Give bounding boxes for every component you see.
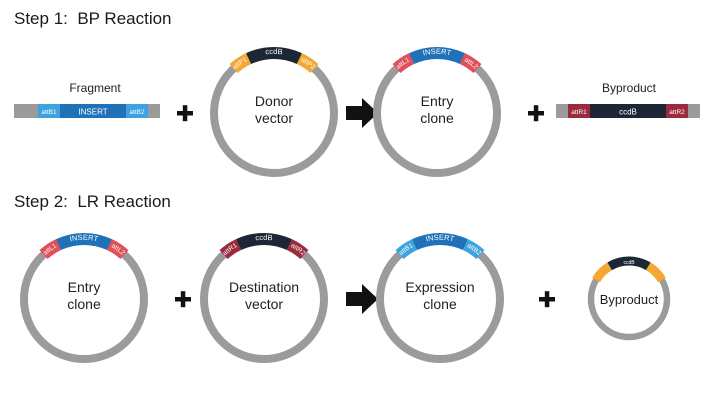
byproduct-title: Byproduct [600,292,659,307]
plus-sign [528,105,544,122]
entry-attL2-segment [459,53,482,74]
byproduct-ccdB-segment [590,104,666,118]
byproduct-caption: Byproduct [602,81,657,95]
byproduct-backbone-left [556,104,568,118]
reaction-arrow-icon [346,98,378,128]
destination-title-line1: Destination [229,279,299,295]
donor-title-line1: Donor [255,93,293,109]
destination-ccdB-segment [236,233,292,251]
expression-attB1-segment [395,239,418,260]
plus-sign [539,291,555,308]
destination-ccdB-label: ccdB [255,233,273,243]
fragment-caption: Fragment [69,81,121,95]
entry-title-line1: Entry [421,93,454,109]
donor-ccdB-label: ccdB [265,47,283,57]
byproduct-ccdB-segment [607,256,651,271]
entry2-attL2-segment [106,239,129,260]
fragment-attB2-segment [126,104,148,118]
byproduct-backbone-right [688,104,700,118]
byproduct-attR1-label: attR1 [571,109,587,116]
plus-sign [175,291,191,308]
donor-attP2-segment [296,53,319,74]
expression-title-line1: Expression [405,279,474,295]
entry2-title-line2: clone [67,296,101,312]
byproduct-ccdB-label: ccdB [623,260,635,266]
byproduct-attP2-segment [645,262,666,283]
entry-clone-plasmid-step2: attL1 INSERT attL2 Entry clone [20,233,148,363]
byproduct-attR2-segment [666,104,688,118]
destination-attR2-segment [286,239,309,260]
entry-title-line2: clone [420,110,454,126]
entry2-title-line1: Entry [68,279,101,295]
entry2-insert-label: INSERT [69,233,100,244]
entry-insert-segment [409,47,465,65]
fragment-insert-label: INSERT [78,108,107,117]
step2-title: Step 2: LR Reaction [14,192,171,211]
entry-insert-label: INSERT [422,47,453,58]
byproduct-linear: Byproduct attR1 ccdB attR2 [556,81,700,118]
entry2-attL1-segment [39,239,62,260]
byproduct-attR2-label: attR2 [669,109,685,116]
byproduct-attP1-segment [592,262,613,283]
fragment-backbone-left [14,104,38,118]
expression-attB2-segment [462,239,485,260]
byproduct-ccdB-label: ccdB [619,108,637,117]
expression-insert-segment [412,233,468,251]
fragment-attB1-segment [38,104,60,118]
entry-clone-plasmid: attL1 INSERT attL2 Entry clone [373,47,501,177]
entry2-insert-segment [56,233,112,251]
reaction-arrow-icon [346,284,378,314]
expression-clone-plasmid: attB1 INSERT attB2 Expression clone [376,233,504,363]
fragment-attB1-label: attB1 [41,109,57,116]
plus-sign [177,105,193,122]
destination-attR1-segment [219,239,242,260]
fragment-backbone-right [148,104,160,118]
donor-attP1-segment [229,53,252,74]
donor-vector-plasmid: attP1 ccdB attP2 Donor vector [210,47,338,177]
donor-title-line2: vector [255,110,293,126]
fragment: Fragment attB1 INSERT attB2 [14,81,160,118]
entry-attL1-segment [392,53,415,74]
destination-title-line2: vector [245,296,283,312]
fragment-insert-segment [60,104,126,118]
expression-insert-label: INSERT [425,233,456,244]
expression-title-line2: clone [423,296,457,312]
donor-ccdB-segment [246,47,302,65]
byproduct-attR1-segment [568,104,590,118]
fragment-attB2-label: attB2 [129,109,145,116]
destination-vector-plasmid: attR1 ccdB attR2 Destination vector [200,233,328,363]
step1-title: Step 1: BP Reaction [14,9,172,28]
byproduct-plasmid: ccdB Byproduct [587,256,671,341]
